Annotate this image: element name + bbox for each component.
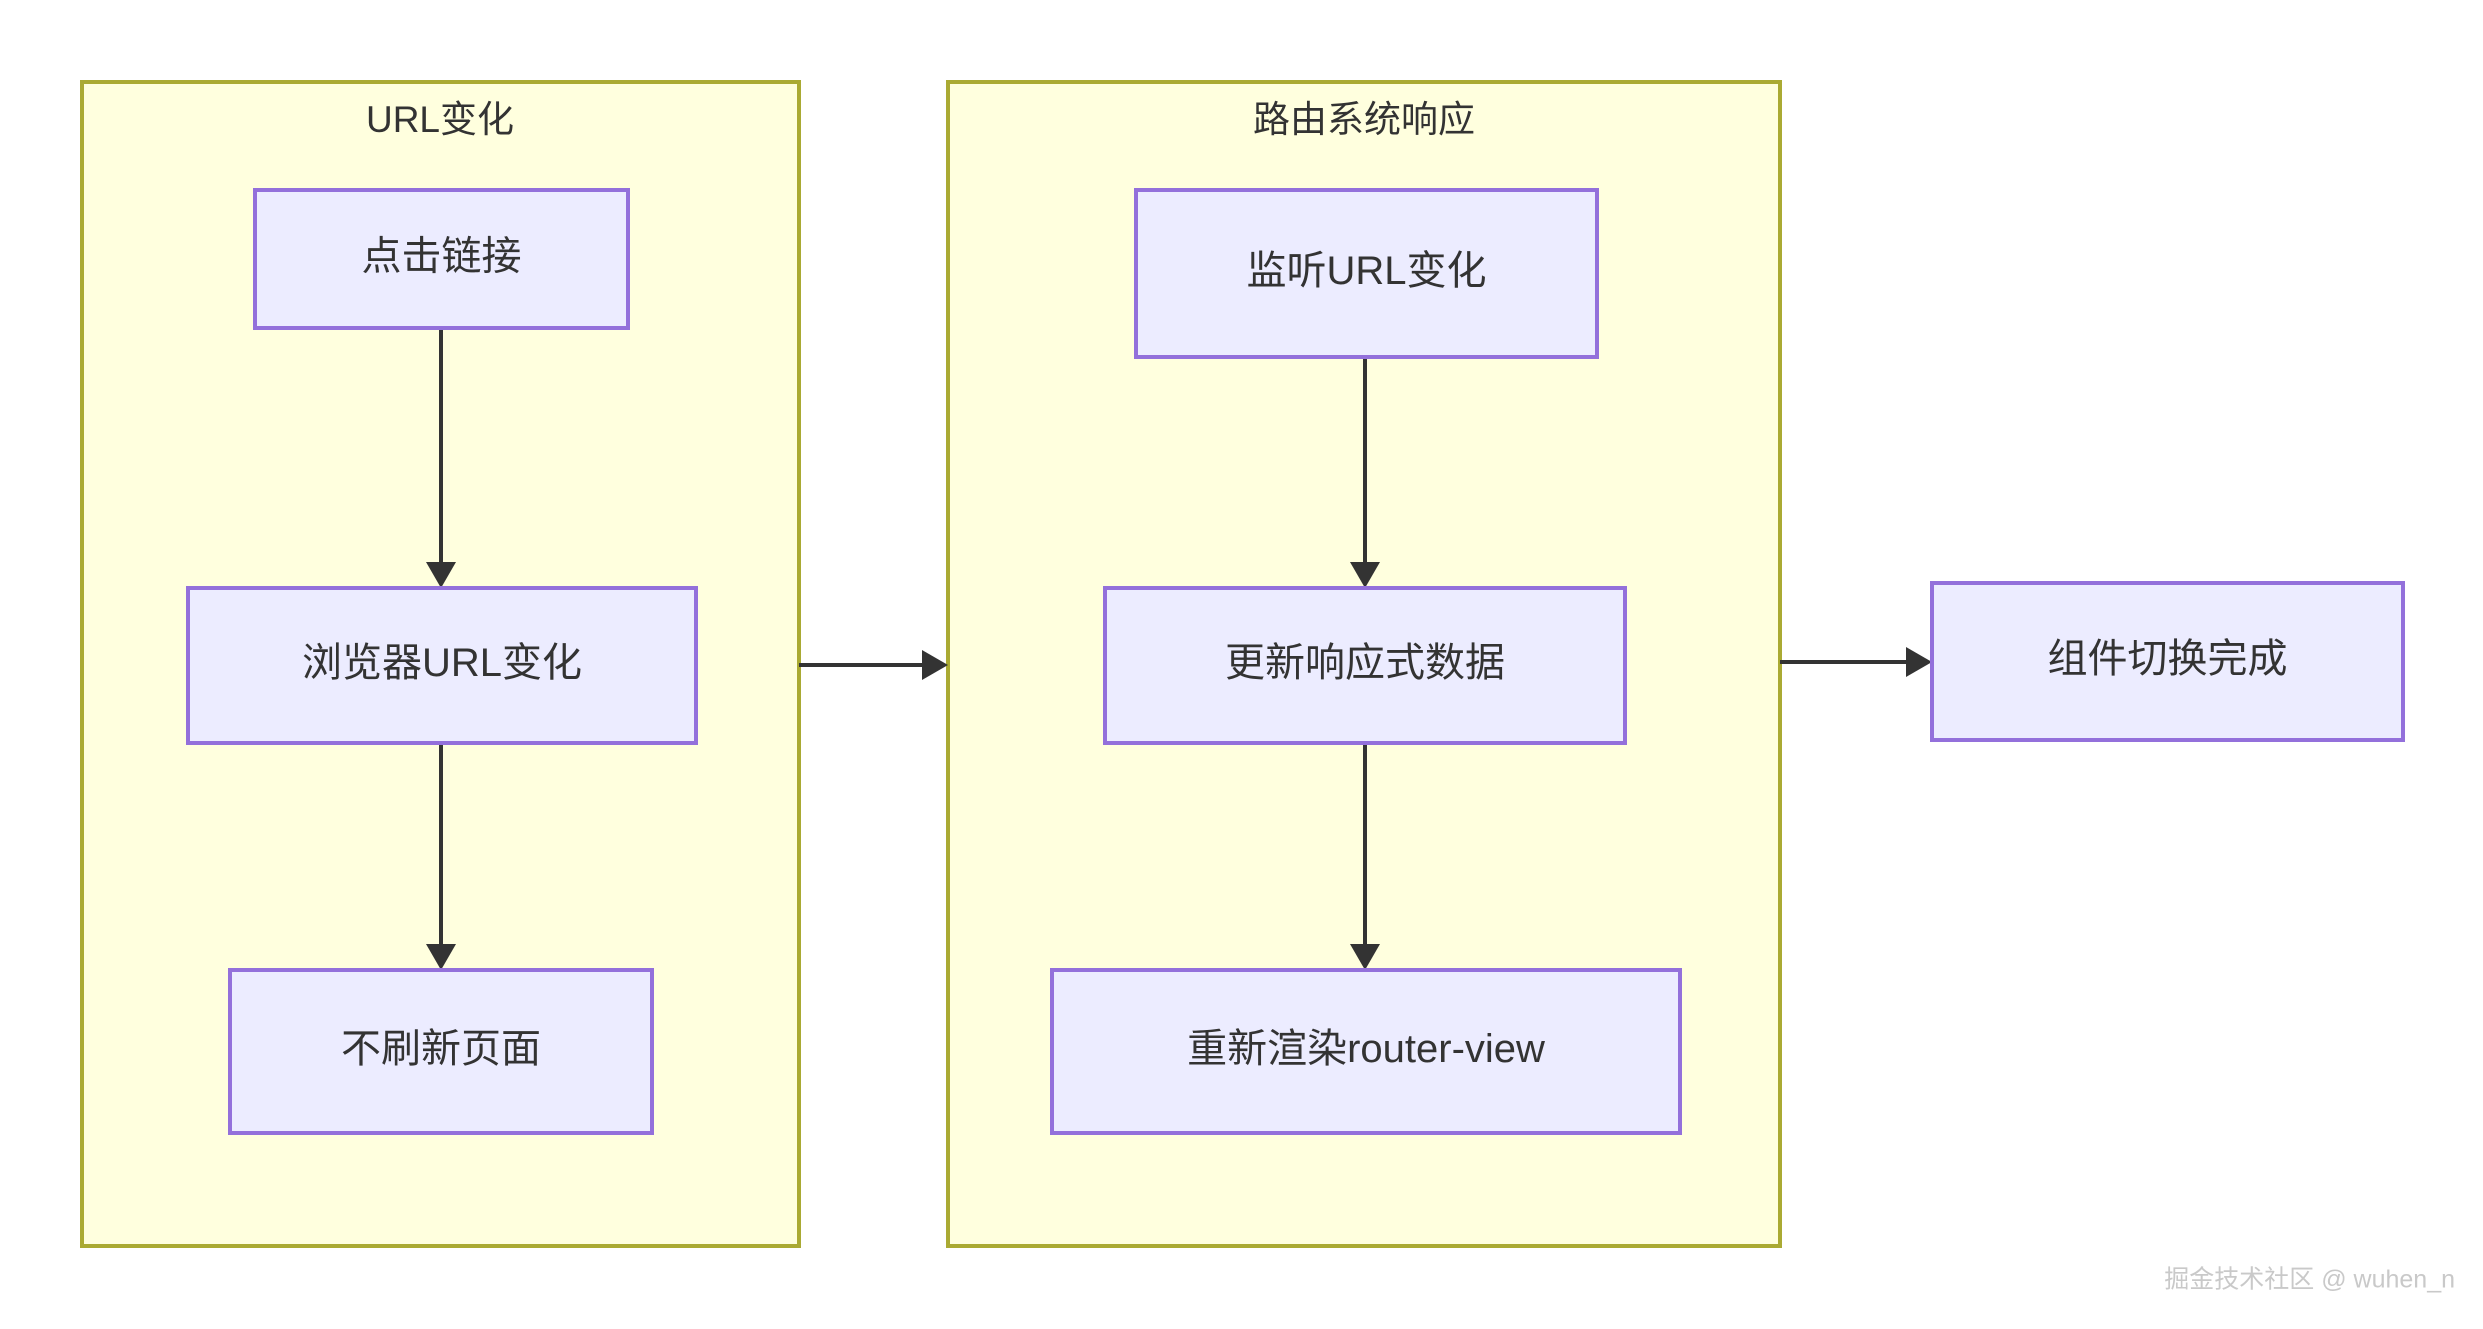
edge-update-to-rerender <box>1350 743 1380 970</box>
node-label: 浏览器URL变化 <box>302 641 582 685</box>
cluster-title: 路由系统响应 <box>1253 99 1475 140</box>
node-label: 组件切换完成 <box>2048 637 2288 681</box>
edge-cluster2-to-done <box>1780 647 1932 677</box>
arrowhead-icon <box>922 650 948 680</box>
node-label: 点击链接 <box>362 235 522 279</box>
node-box[interactable] <box>1103 586 1627 745</box>
node-box[interactable] <box>1930 581 2405 742</box>
watermark-label: 掘金技术社区 @ wuhen_n <box>2164 1266 2455 1294</box>
node-box[interactable] <box>253 188 630 330</box>
cluster-title: URL变化 <box>366 99 514 140</box>
node-rerender-router-view[interactable]: 重新渲染router-view <box>1050 968 1682 1135</box>
edge-click-to-browser <box>426 328 456 588</box>
node-no-refresh[interactable]: 不刷新页面 <box>228 968 654 1135</box>
arrowhead-icon <box>426 562 456 588</box>
arrowhead-icon <box>1906 647 1932 677</box>
node-label: 监听URL变化 <box>1246 249 1486 293</box>
arrowhead-icon <box>426 944 456 970</box>
node-box[interactable] <box>1050 968 1682 1135</box>
edge-listen-to-update <box>1350 357 1380 588</box>
node-box[interactable] <box>186 586 698 745</box>
arrowhead-icon <box>1350 562 1380 588</box>
node-component-switch-done[interactable]: 组件切换完成 <box>1930 581 2405 742</box>
node-box[interactable] <box>228 968 654 1135</box>
edge-cluster1-to-cluster2 <box>799 650 948 680</box>
node-label: 重新渲染router-view <box>1187 1027 1545 1071</box>
node-browser-url-change[interactable]: 浏览器URL变化 <box>186 586 698 745</box>
node-update-reactive-data[interactable]: 更新响应式数据 <box>1103 586 1627 745</box>
node-listen-url-change[interactable]: 监听URL变化 <box>1134 188 1599 359</box>
node-label: 更新响应式数据 <box>1225 641 1505 685</box>
node-label: 不刷新页面 <box>341 1027 541 1071</box>
node-box[interactable] <box>1134 188 1599 359</box>
edge-browser-to-norefresh <box>426 743 456 970</box>
arrowhead-icon <box>1350 944 1380 970</box>
edge-group <box>426 328 1932 970</box>
node-click-link[interactable]: 点击链接 <box>253 188 630 330</box>
